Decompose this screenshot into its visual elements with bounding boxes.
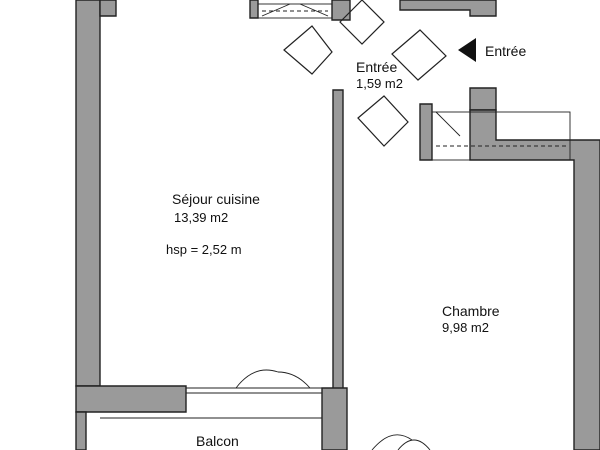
wall-closet-left [419,103,433,161]
wall-partition-bottom [321,387,348,450]
sejour-name: Séjour cuisine [172,191,260,207]
balcony-door-arc-2 [277,371,311,389]
wall-chambre-right [469,109,600,450]
chambre-door-arc-2 [397,439,431,450]
wall-entry-right [469,87,497,111]
wall-top-center [249,0,259,19]
wall-top-entry [331,0,351,21]
chambre-area: 9,98 m2 [442,320,489,335]
entrance-arrow-icon [458,38,476,62]
top-storage-door-1 [261,3,291,17]
wall-partition-vertical [332,89,344,391]
balcony-door-arc-1 [235,369,279,389]
wall-sejour-bottom [75,385,187,413]
chambre-door-arc-1 [371,434,413,450]
entree-area: 1,59 m2 [356,76,403,91]
chambre-closet [431,111,571,161]
chambre-name: Chambre [442,303,500,319]
entrance-label: Entrée [485,43,526,59]
wall-left-exterior [75,0,101,387]
wall-top-right [399,0,497,17]
sejour-hsp: hsp = 2,52 m [166,242,242,257]
sejour-area: 13,39 m2 [174,210,228,225]
entree-name: Entrée [356,59,397,75]
top-storage [257,3,333,19]
wall-balcony-left [75,411,87,450]
chambre-closet-door [435,111,461,137]
wall-top-left-stub [99,0,117,17]
entry-doors [283,0,447,147]
top-storage-door-2 [299,3,329,17]
balcon-name: Balcon [196,433,239,449]
